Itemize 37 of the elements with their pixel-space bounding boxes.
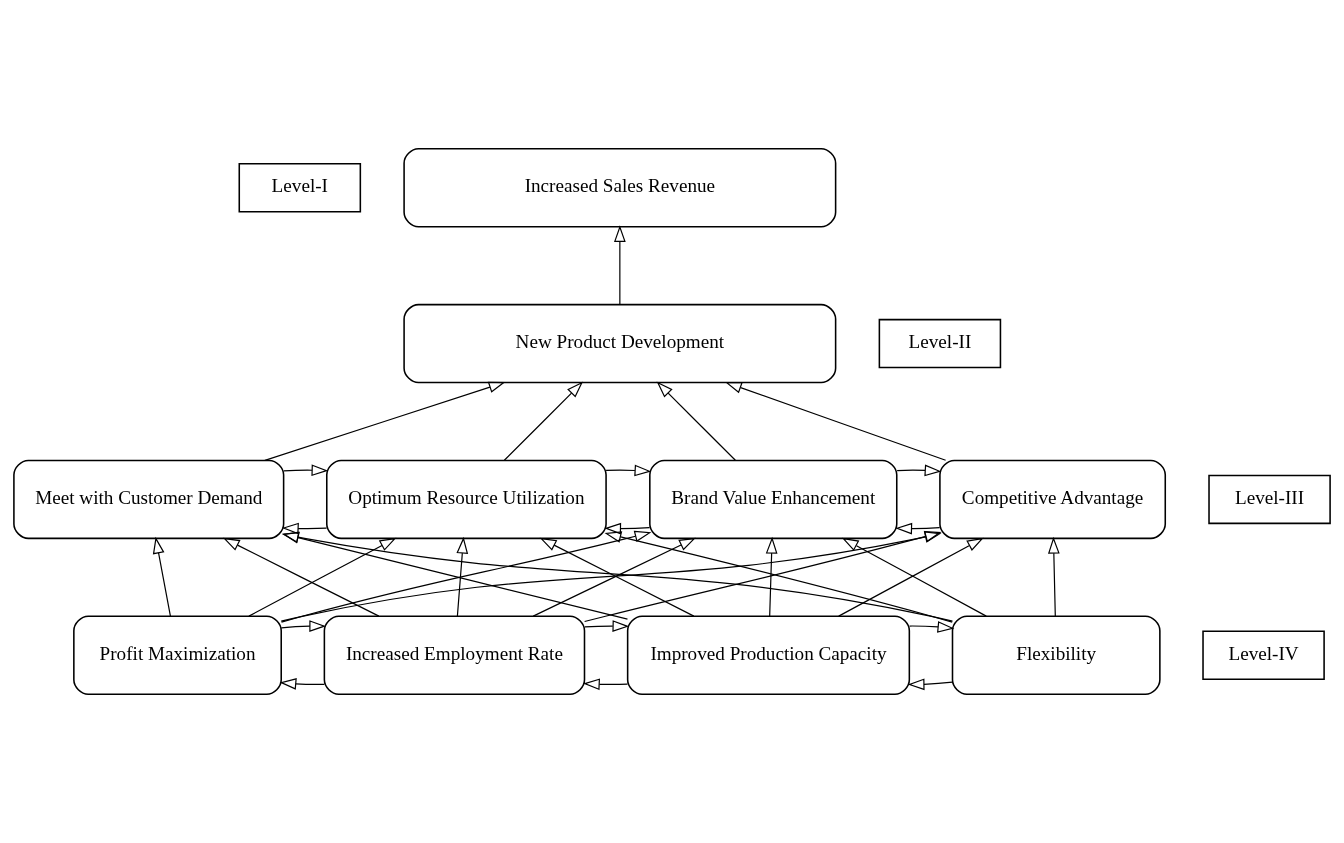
node-box: Profit Maximization [73, 615, 282, 695]
node-box: Meet with Customer Demand [13, 459, 285, 540]
node-box: New Product Development [403, 303, 837, 384]
node-box: Increased Sales Revenue [403, 148, 837, 228]
arrow [279, 678, 325, 690]
node-box: Level-I [238, 163, 362, 213]
arrow [656, 381, 736, 461]
arrow [613, 225, 626, 306]
arrow [584, 620, 630, 632]
arrow [264, 381, 506, 461]
node-box: Optimum Resource Utilization [326, 459, 607, 540]
node-box: Flexibility [951, 615, 1161, 695]
node-box: Level-II [878, 318, 1002, 369]
arrow [503, 381, 584, 461]
node-box: Brand Value Enhancement [649, 459, 898, 540]
arrow [1047, 536, 1060, 617]
arrow [765, 536, 778, 617]
arrow [456, 536, 469, 617]
arrow [604, 522, 651, 535]
arrow [896, 464, 942, 477]
arrow [222, 537, 380, 617]
arrow [283, 464, 329, 477]
node-box: Increased Employment Rate [323, 615, 586, 695]
arrow [605, 464, 652, 477]
arrow [908, 621, 955, 633]
arrow [907, 678, 954, 691]
arrow [895, 522, 941, 535]
arrow [152, 536, 172, 617]
node-box: Level-IV [1202, 630, 1325, 680]
node-box: Competitive Advantage [939, 459, 1167, 540]
arrow [280, 620, 327, 632]
node-box: Improved Production Capacity [626, 615, 911, 695]
arrow [725, 382, 947, 461]
node-box: Level-III [1208, 474, 1331, 525]
arrow [281, 522, 328, 535]
arrow [582, 678, 629, 691]
arrow [248, 537, 397, 617]
